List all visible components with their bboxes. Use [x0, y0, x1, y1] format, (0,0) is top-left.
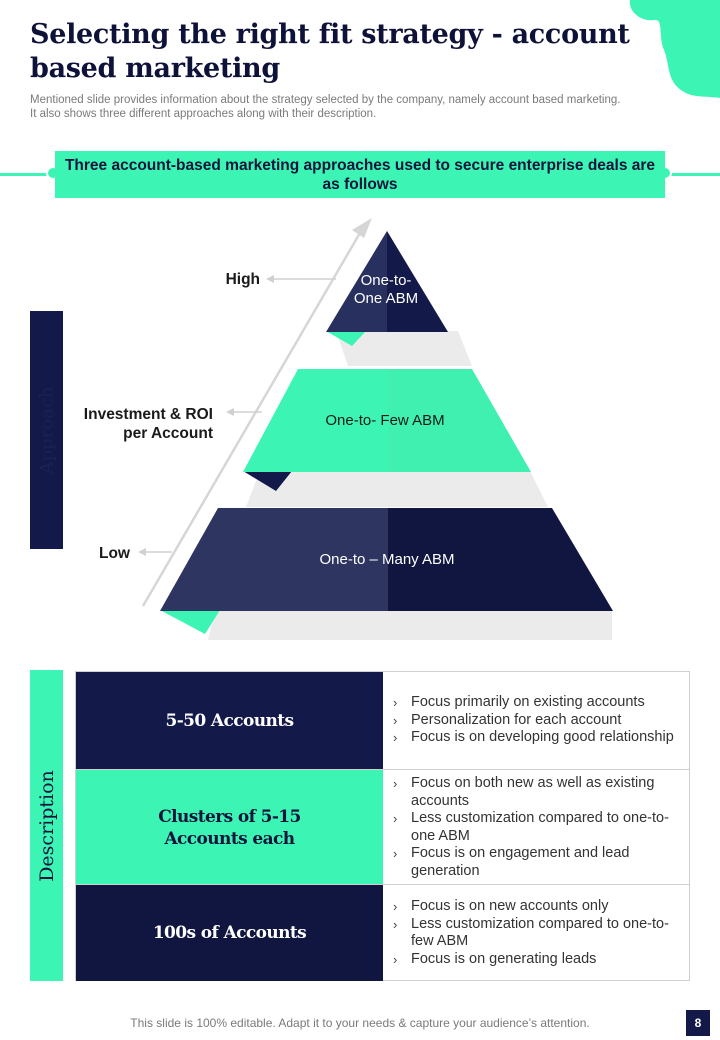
approaches-banner: Three account-based marketing approaches…: [55, 151, 665, 198]
tier-bottom-shadow: [208, 610, 612, 640]
footer-note: This slide is 100% editable. Adapt it to…: [130, 1016, 590, 1030]
table-row: Clusters of 5-15 Accounts each ›Focus on…: [76, 769, 689, 885]
chevron-right-icon: ›: [393, 712, 398, 728]
tier-top-right: [387, 231, 448, 332]
tier-top-shadow: [336, 331, 472, 366]
axis-label-investment: Investment & ROI per Account: [83, 406, 213, 442]
tier-bottom-left: [160, 508, 388, 611]
tier-middle-accent: [243, 471, 292, 491]
tier-middle-right: [388, 369, 531, 472]
tier-middle-left: [243, 369, 388, 472]
page-title: Selecting the right fit strategy - accou…: [30, 19, 630, 84]
approach-side-bar: Approach: [30, 311, 63, 549]
chevron-right-icon: ›: [393, 951, 398, 967]
tier-label-one-to-few: One-to- Few ABM: [325, 412, 445, 429]
row-bullets-cell: ›Focus is on new accounts only ›Less cus…: [383, 885, 689, 981]
list-item: ›Focus is on generating leads: [393, 950, 597, 967]
row-bullets-cell: ›Focus primarily on existing accounts ›P…: [383, 672, 689, 769]
axis-label-low: Low: [99, 545, 130, 562]
chevron-right-icon: ›: [393, 695, 398, 711]
list-item: ›Less customization compared to one-to-o…: [393, 810, 669, 844]
decorative-blob-shape: [629, 0, 720, 98]
table-row: 100s of Accounts ›Focus is on new accoun…: [76, 884, 689, 981]
row-title-cell: Clusters of 5-15 Accounts each: [76, 770, 383, 885]
tier-label-one-to-one: One-to- One ABM: [353, 272, 419, 307]
description-table: 5-50 Accounts ›Focus primarily on existi…: [75, 671, 690, 981]
tier-bottom-right: [388, 508, 613, 611]
low-pointer-head: [138, 548, 146, 556]
investment-axis-arrowhead: [352, 218, 372, 238]
list-item: ›Personalization for each account: [393, 711, 622, 728]
page-number: 8: [686, 1010, 710, 1036]
chevron-right-icon: ›: [393, 730, 398, 746]
chevron-right-icon: ›: [393, 811, 398, 826]
list-item: ›Focus is on engagement and lead generat…: [393, 845, 630, 879]
description-side-label: Description: [35, 769, 58, 882]
pyramid-diagram: [138, 218, 613, 640]
chevron-right-icon: ›: [393, 899, 398, 914]
tier-top-accent: [326, 331, 366, 346]
row-title-cell: 100s of Accounts: [76, 885, 383, 981]
list-item: ›Focus is on new accounts only: [393, 898, 609, 914]
row-title-cell: 5-50 Accounts: [76, 672, 383, 769]
tier-top-left: [326, 231, 387, 332]
chevron-right-icon: ›: [393, 916, 398, 932]
row-bullets-cell: ›Focus on both new as well as existing a…: [383, 770, 689, 885]
list-item: ›Focus on both new as well as existing a…: [393, 775, 655, 809]
high-pointer-head: [266, 275, 274, 283]
list-item: ›Focus primarily on existing accounts: [393, 694, 645, 711]
list-item: ›Focus is on developing good relationshi…: [393, 729, 674, 746]
table-row: 5-50 Accounts ›Focus primarily on existi…: [76, 672, 689, 769]
tier-label-one-to-many: One-to – Many ABM: [319, 551, 455, 568]
middle-pointer-head: [226, 408, 234, 416]
axis-label-high: High: [225, 271, 260, 288]
list-item: ›Less customization compared to one-to-f…: [393, 915, 669, 950]
approach-side-label: Approach: [36, 386, 58, 474]
investment-axis-line: [141, 225, 366, 607]
page-subtitle: Mentioned slide provides information abo…: [30, 94, 621, 120]
chevron-right-icon: ›: [393, 776, 398, 791]
description-side-bar: Description: [30, 670, 63, 981]
tier-middle-shadow: [246, 471, 548, 507]
tier-bottom-accent: [160, 610, 220, 634]
chevron-right-icon: ›: [393, 846, 398, 861]
